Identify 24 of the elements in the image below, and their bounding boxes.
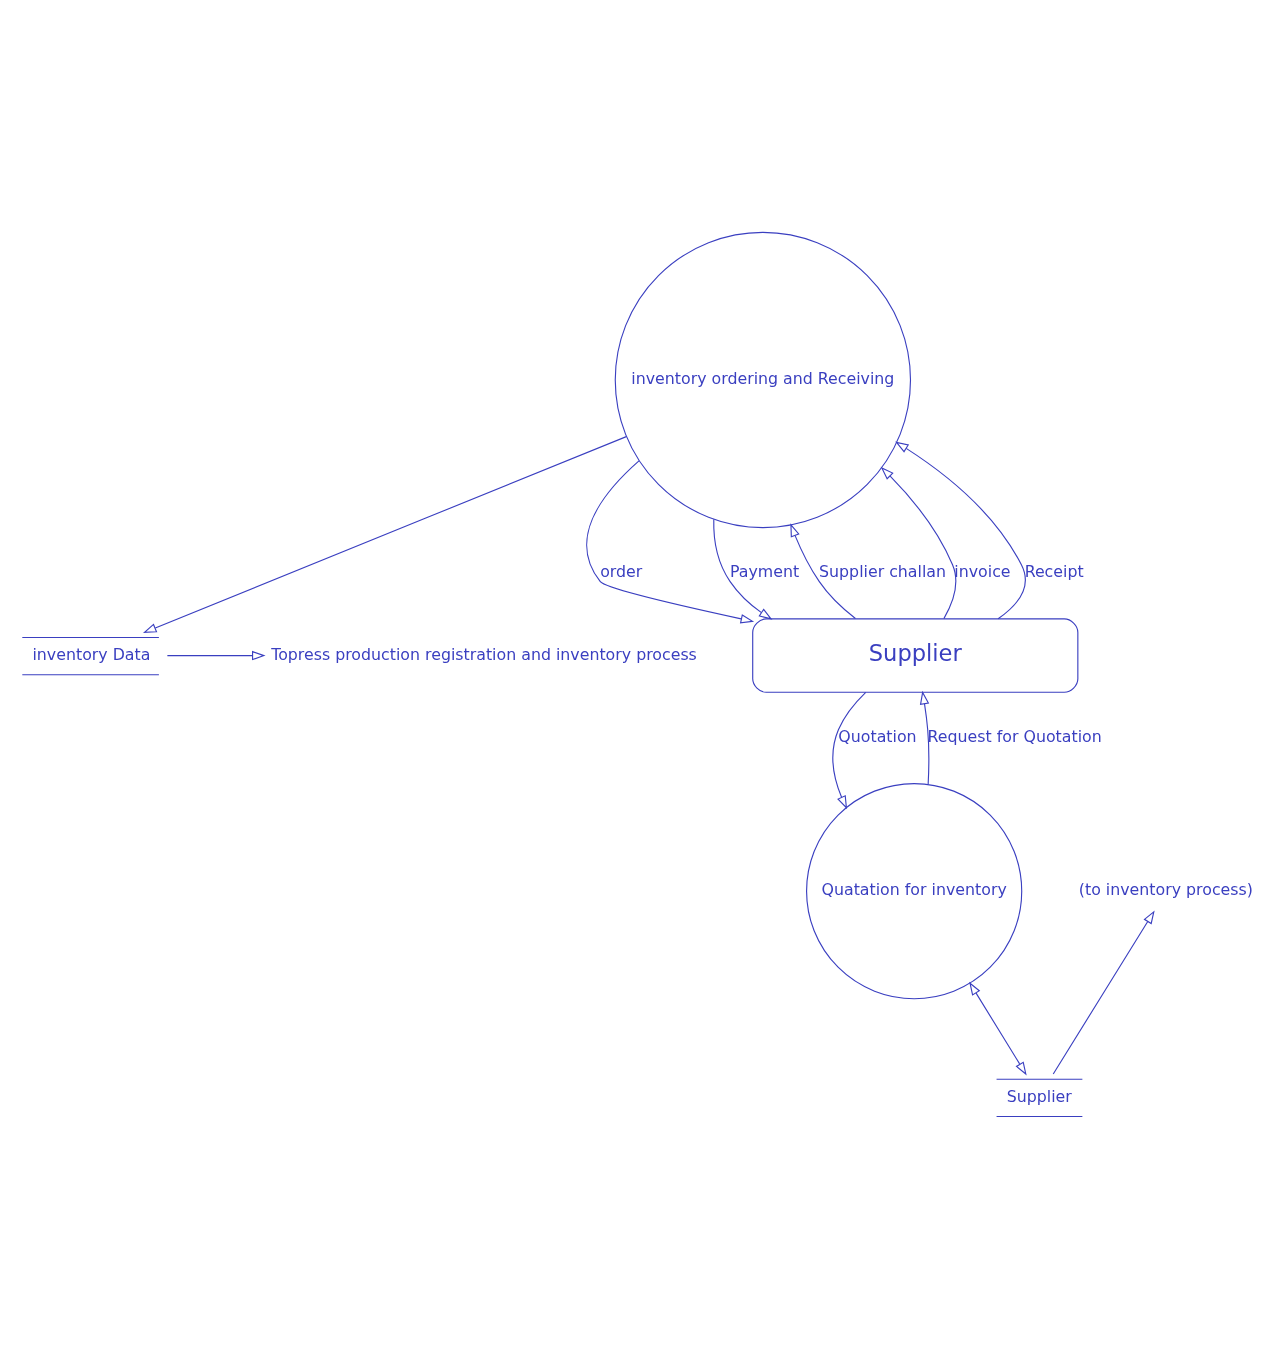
node-box: Supplier	[752, 618, 1079, 693]
arrow	[713, 518, 773, 620]
node-text: Supplier	[1006, 1087, 1072, 1107]
edge-label: Receipt	[1024, 562, 1084, 582]
edge-label: Request for Quotation	[927, 727, 1102, 747]
arrow	[790, 523, 856, 620]
node-text: (to inventory process)	[1078, 880, 1253, 900]
arrow	[919, 690, 930, 785]
arrow	[586, 460, 755, 624]
arrow	[969, 981, 1027, 1076]
edge-label: invoice	[954, 562, 1011, 582]
arrow	[142, 436, 627, 633]
arrow	[1052, 910, 1155, 1075]
arrow	[895, 441, 1026, 620]
edge-label: Payment	[729, 562, 800, 582]
node-circle: Quatation for inventory	[806, 783, 1023, 1000]
edge-label: Supplier challan	[819, 562, 947, 582]
arrow	[880, 466, 957, 620]
node-text: inventory Data	[32, 645, 151, 665]
node-text: Topress production registration and inventory process	[271, 644, 697, 664]
arrow	[832, 691, 867, 810]
edge-label: order	[600, 562, 643, 582]
edge-label: Quotation	[838, 727, 917, 747]
arrow	[166, 650, 266, 661]
